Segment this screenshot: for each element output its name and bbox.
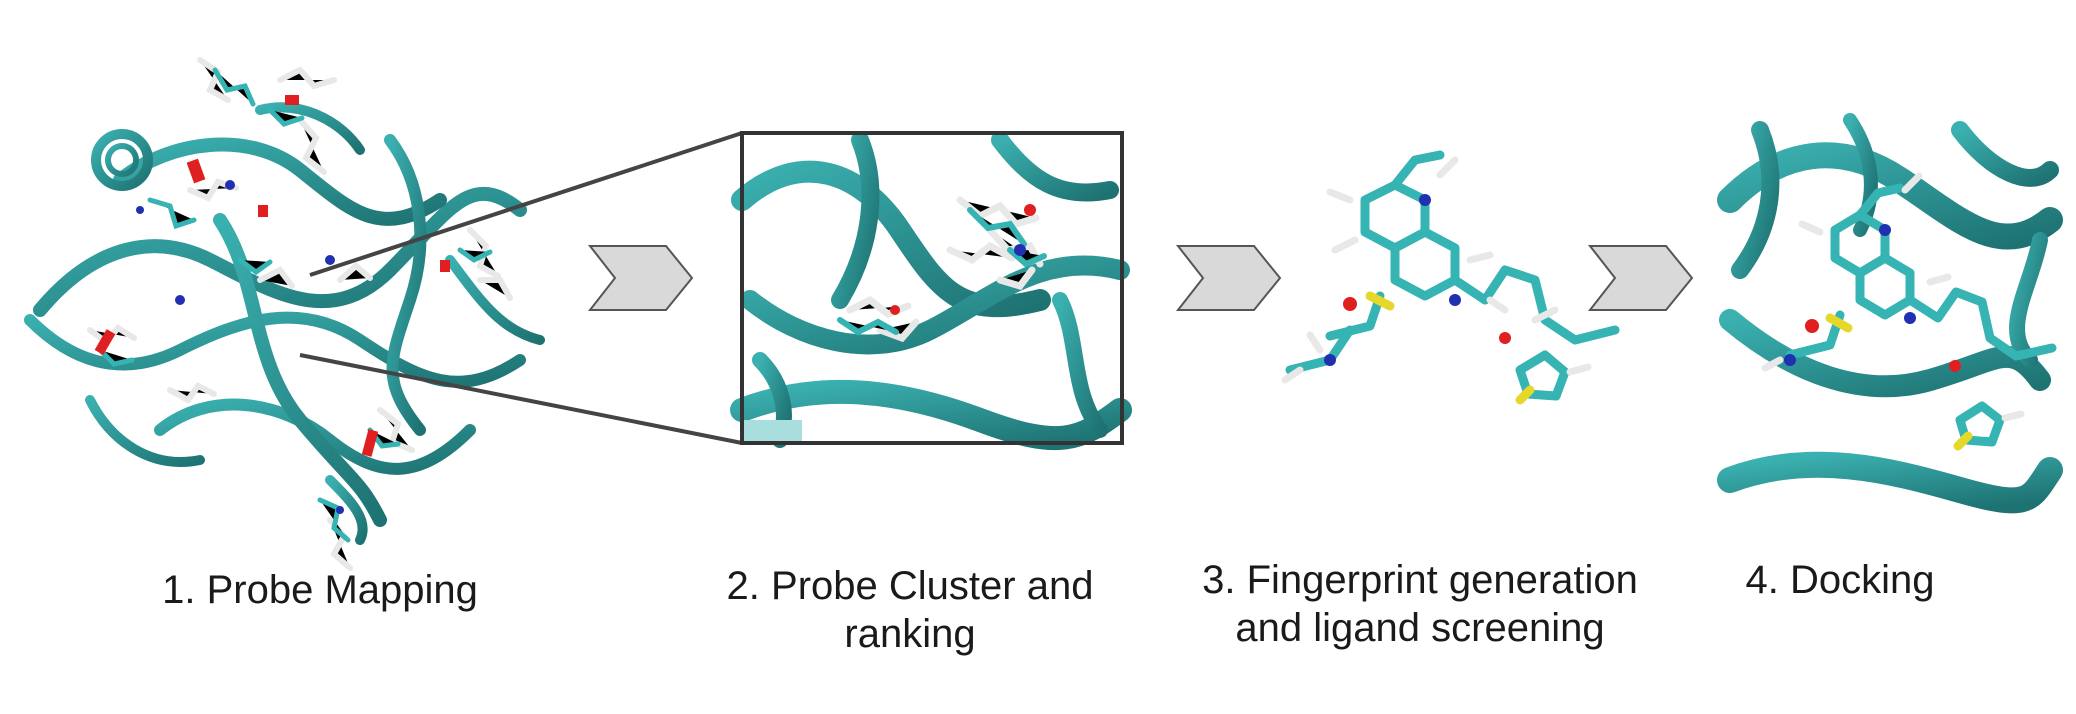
- panel-docking: [1717, 113, 2063, 514]
- step-1-caption: 1. Probe Mapping: [70, 566, 570, 614]
- chevron-arrow-icon: [1175, 245, 1282, 311]
- step-number: 4.: [1745, 558, 1779, 602]
- step-number: 3.: [1202, 558, 1236, 602]
- protein-ribbon: [24, 102, 545, 545]
- panel-probe-mapping: [24, 57, 545, 571]
- chevron-arrow-icon: [587, 245, 694, 311]
- step-2-caption: 2. Probe Cluster and ranking: [660, 562, 1160, 658]
- step-label-line2: ranking: [844, 612, 976, 656]
- step-number: 1.: [162, 568, 196, 612]
- panel-probe-cluster: [730, 131, 1132, 451]
- zoom-frame: [740, 131, 1124, 445]
- probe-clusters: [87, 57, 513, 571]
- zoom-lines: [299, 131, 743, 445]
- step-4-caption: 4. Docking: [1640, 556, 2040, 604]
- step-label: Probe Cluster and: [771, 564, 1094, 608]
- step-label: Fingerprint generation: [1246, 558, 1638, 602]
- chevron-arrow-icon: [1587, 245, 1694, 311]
- panel-ligand-molecule: [1281, 150, 1620, 405]
- step-number: 2.: [726, 564, 760, 608]
- step-3-caption: 3. Fingerprint generation and ligand scr…: [1170, 556, 1670, 652]
- step-label-line2: and ligand screening: [1235, 606, 1605, 650]
- step-label: Docking: [1789, 558, 1935, 602]
- step-label: Probe Mapping: [206, 568, 478, 612]
